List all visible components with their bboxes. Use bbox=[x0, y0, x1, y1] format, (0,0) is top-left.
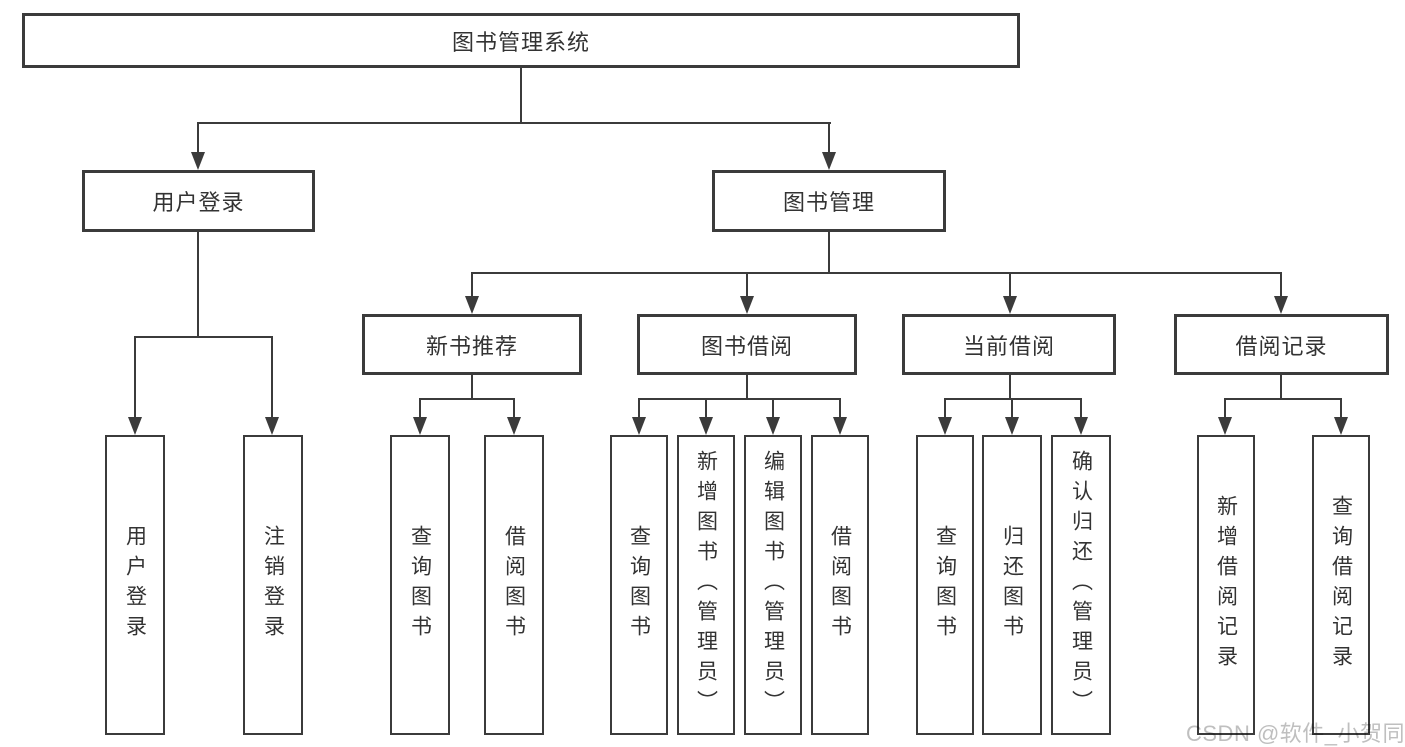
connector-bookmgmt-stem bbox=[828, 232, 830, 272]
connector-arrow-shaft bbox=[944, 398, 946, 418]
connector-arrow-shaft bbox=[638, 398, 640, 418]
arrow-down-icon bbox=[1003, 296, 1017, 314]
leaf-newbooks-query-books: 查询图书 bbox=[390, 435, 450, 735]
connector-arrow-shaft bbox=[1011, 398, 1013, 418]
arrow-down-icon bbox=[1334, 417, 1348, 435]
leaf-current-return-books: 归还图书 bbox=[982, 435, 1042, 735]
arrow-down-icon bbox=[822, 152, 836, 170]
connector-arrow-shaft bbox=[271, 336, 273, 418]
connector-arrow-shaft bbox=[419, 398, 421, 418]
leaf-current-query-books: 查询图书 bbox=[916, 435, 974, 735]
connector-arrow-shaft bbox=[134, 336, 136, 418]
leaf-records-query-record: 查询借阅记录 bbox=[1312, 435, 1370, 735]
leaf-user-login: 用户登录 bbox=[105, 435, 165, 735]
connector-bookmgmt-bar bbox=[471, 272, 1282, 274]
node-borrowing-records: 借阅记录 bbox=[1174, 314, 1389, 375]
connector-newbooks-bar bbox=[419, 398, 515, 400]
arrow-down-icon bbox=[128, 417, 142, 435]
leaf-borrow-query-books: 查询图书 bbox=[610, 435, 668, 735]
connector-arrow-shaft bbox=[828, 122, 830, 153]
arrow-down-icon bbox=[413, 417, 427, 435]
connector-arrow-shaft bbox=[839, 398, 841, 418]
leaf-newbooks-borrow-books: 借阅图书 bbox=[484, 435, 544, 735]
arrow-down-icon bbox=[1074, 417, 1088, 435]
arrow-down-icon bbox=[465, 296, 479, 314]
node-root-library-system: 图书管理系统 bbox=[22, 13, 1020, 68]
connector-arrow-shaft bbox=[1280, 272, 1282, 297]
arrow-down-icon bbox=[740, 296, 754, 314]
connector-arrow-shaft bbox=[746, 272, 748, 297]
arrow-down-icon bbox=[1005, 417, 1019, 435]
connector-currentborrow-stem bbox=[1009, 375, 1011, 398]
node-current-borrowing: 当前借阅 bbox=[902, 314, 1116, 375]
connector-arrow-shaft bbox=[1340, 398, 1342, 418]
arrow-down-icon bbox=[1218, 417, 1232, 435]
arrow-down-icon bbox=[833, 417, 847, 435]
connector-records-stem bbox=[1280, 375, 1282, 398]
connector-arrow-shaft bbox=[1009, 272, 1011, 297]
connector-bookborrow-bar bbox=[638, 398, 841, 400]
connector-root-stem bbox=[520, 68, 522, 122]
leaf-logout: 注销登录 bbox=[243, 435, 303, 735]
leaf-borrow-add-books-admin: 新增图书（管理员） bbox=[677, 435, 735, 735]
connector-userlogin-bar bbox=[134, 336, 273, 338]
node-new-book-recommend: 新书推荐 bbox=[362, 314, 582, 375]
arrow-down-icon bbox=[632, 417, 646, 435]
connector-arrow-shaft bbox=[1080, 398, 1082, 418]
node-book-borrowing: 图书借阅 bbox=[637, 314, 857, 375]
node-user-login: 用户登录 bbox=[82, 170, 315, 232]
connector-currentborrow-bar bbox=[944, 398, 1082, 400]
connector-root-bar bbox=[197, 122, 831, 124]
arrow-down-icon bbox=[265, 417, 279, 435]
connector-arrow-shaft bbox=[513, 398, 515, 418]
connector-arrow-shaft bbox=[197, 122, 199, 153]
leaf-current-confirm-return-admin: 确认归还（管理员） bbox=[1051, 435, 1111, 735]
connector-arrow-shaft bbox=[772, 398, 774, 418]
arrow-down-icon bbox=[191, 152, 205, 170]
connector-arrow-shaft bbox=[705, 398, 707, 418]
csdn-watermark: CSDN @软件_小贺同学 bbox=[1186, 721, 1405, 746]
node-book-management: 图书管理 bbox=[712, 170, 946, 232]
arrow-down-icon bbox=[507, 417, 521, 435]
connector-bookborrow-stem bbox=[746, 375, 748, 398]
connector-records-bar bbox=[1224, 398, 1342, 400]
arrow-down-icon bbox=[938, 417, 952, 435]
arrow-down-icon bbox=[1274, 296, 1288, 314]
arrow-down-icon bbox=[699, 417, 713, 435]
leaf-records-add-record: 新增借阅记录 bbox=[1197, 435, 1255, 735]
leaf-borrow-edit-books-admin: 编辑图书（管理员） bbox=[744, 435, 802, 735]
arrow-down-icon bbox=[766, 417, 780, 435]
connector-arrow-shaft bbox=[471, 272, 473, 297]
connector-arrow-shaft bbox=[1224, 398, 1226, 418]
connector-newbooks-stem bbox=[471, 375, 473, 398]
leaf-borrow-borrow-books: 借阅图书 bbox=[811, 435, 869, 735]
connector-userlogin-stem bbox=[197, 232, 199, 336]
